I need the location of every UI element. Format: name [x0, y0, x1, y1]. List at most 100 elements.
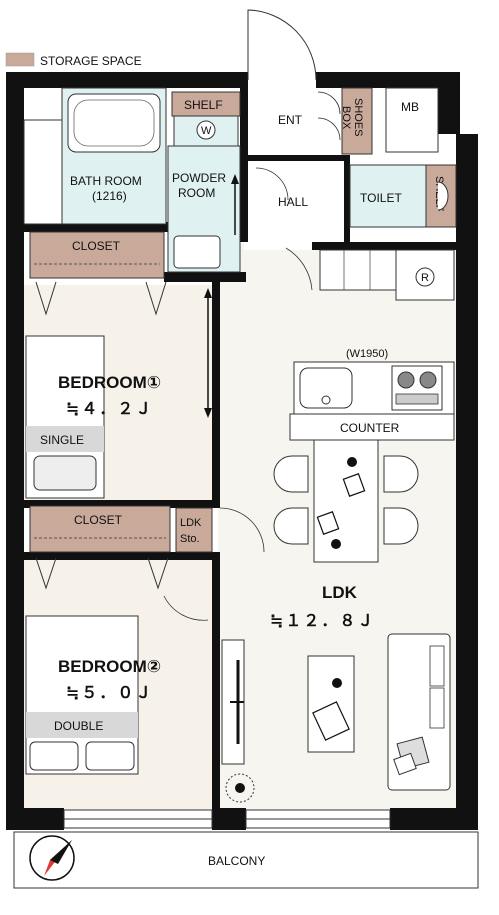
- washer-icon: [196, 120, 216, 140]
- legend-label: STORAGE SPACE: [40, 54, 142, 68]
- ldk-storage-label-1: LDK: [180, 517, 202, 529]
- stove-panel: [395, 393, 439, 405]
- plant-icon: [225, 773, 255, 803]
- closet1-doors: [35, 281, 167, 316]
- sofa-arm-top: [429, 645, 445, 687]
- kitchen-width: (W1950): [346, 348, 388, 360]
- powder-label-1: POWDER: [172, 171, 226, 185]
- hall-door-swing: [255, 167, 289, 201]
- hall-label: HALL: [278, 195, 308, 209]
- kitchen: R (W1950) COUNTER: [289, 249, 455, 441]
- wall-bed1-right: [212, 282, 220, 506]
- shelf-top-label: SHELF: [184, 98, 223, 112]
- sofa-arm-mid: [429, 687, 445, 729]
- bath-left-storage: [23, 119, 63, 225]
- bedroom1-door-arrow-up: [204, 288, 212, 298]
- bedroom1: SINGLE BEDROOM① ≒４．２Ｊ: [25, 288, 212, 499]
- ldk-storage-door-swing: [219, 507, 265, 553]
- ent-floor: [244, 82, 344, 160]
- hall-toilet: HALL TOILET SHELF: [255, 164, 457, 291]
- bedroom2: DOUBLE BEDROOM② ≒５．０Ｊ: [25, 615, 161, 775]
- shoes-box-label-2: BOX: [340, 106, 352, 130]
- ent-step-door: [317, 91, 341, 141]
- plant-center: [235, 783, 245, 793]
- chair-right-2: [383, 507, 419, 545]
- washer-mark: W: [201, 125, 212, 137]
- bathtub-inner: [73, 99, 155, 147]
- compass-icon: [29, 835, 75, 881]
- wall-bath-bottom: [24, 222, 174, 232]
- powder-label-2: ROOM: [178, 186, 215, 200]
- wall-right-mid: [456, 134, 478, 814]
- double-bed-pillow-1: [29, 741, 79, 771]
- bedroom1-name: BEDROOM①: [58, 373, 161, 392]
- ldk-name: LDK: [322, 583, 358, 602]
- sink: [299, 367, 353, 409]
- wall-wet-bottom: [164, 272, 246, 282]
- wall-right-top: [438, 72, 460, 134]
- wall-top-left: [6, 72, 246, 88]
- wall-bed2-right: [212, 552, 220, 810]
- bedroom2-door-swing: [163, 595, 209, 621]
- coffee-table-cup: [332, 678, 342, 688]
- toilet-floor: [349, 164, 427, 228]
- powder-area: SHELF W POWDER ROOM: [167, 91, 241, 273]
- double-bed-pillow-2: [85, 741, 135, 771]
- chair-left-1: [273, 455, 309, 493]
- magazine: [312, 701, 350, 741]
- bath-size: (1216): [92, 189, 127, 203]
- wall-bed2-top: [24, 552, 220, 560]
- table-cup-2: [331, 539, 341, 549]
- ldk-storage-label-2: Sto.: [180, 533, 200, 545]
- burner-left: [397, 371, 415, 389]
- entrance: ENT SHOES BOX MB: [247, 9, 439, 155]
- mb-box: [385, 87, 439, 153]
- single-bed-label: SINGLE: [40, 433, 84, 447]
- dining: [273, 439, 419, 563]
- wall-bed-sep: [24, 500, 220, 508]
- closet2-label: CLOSET: [74, 513, 123, 527]
- wall-kitchen-top: [312, 242, 458, 250]
- vanity: [173, 235, 221, 269]
- toilet-label: TOILET: [360, 191, 402, 205]
- wall-top-right: [316, 72, 438, 88]
- wall-toilet-left: [344, 155, 350, 245]
- ldk-area: ≒１２．８Ｊ: [270, 613, 375, 630]
- bedroom1-door-arrow-down: [204, 408, 212, 418]
- chair-left-2: [273, 507, 309, 545]
- counter-bar: [289, 413, 455, 441]
- fridge-mark: R: [421, 272, 429, 284]
- bedroom2-area: ≒５．０Ｊ: [66, 685, 153, 702]
- hall-floor: [244, 160, 344, 250]
- single-bed-pillow: [33, 455, 97, 491]
- toilet-bowl: [437, 181, 449, 211]
- double-bed-tag: [26, 712, 138, 738]
- closet2: CLOSET LDK Sto.: [29, 505, 265, 621]
- table-cup-1: [347, 457, 357, 467]
- ent-label: ENT: [278, 113, 303, 127]
- table-glass-2: [316, 511, 340, 535]
- wall-hall-top: [248, 155, 348, 161]
- burner-right: [419, 371, 437, 389]
- shoes-box: [341, 87, 373, 155]
- shelf-top: [171, 91, 241, 117]
- upper-cabinet: [319, 249, 397, 291]
- bedroom2-name: BEDROOM②: [58, 657, 161, 676]
- compass-needle-dark: [50, 840, 72, 864]
- bath-room: BATH ROOM (1216): [23, 87, 167, 225]
- hall-door-swing-2: [285, 247, 313, 291]
- entry-door-swing: [247, 9, 317, 81]
- wall-bottom-right: [390, 808, 478, 830]
- wall-entry-left: [240, 72, 248, 242]
- closet1-box: [29, 231, 165, 279]
- powder-door-arrowhead: [231, 174, 239, 184]
- windows: [63, 809, 391, 829]
- dining-table: [313, 439, 379, 563]
- single-bed-tag: [26, 426, 104, 452]
- bedroom1-area: ≒４．２Ｊ: [66, 401, 153, 418]
- balcony-label: BALCONY: [208, 854, 265, 868]
- double-bed-label: DOUBLE: [54, 719, 103, 733]
- bath-label: BATH ROOM: [70, 174, 142, 188]
- legend: STORAGE SPACE: [5, 52, 142, 68]
